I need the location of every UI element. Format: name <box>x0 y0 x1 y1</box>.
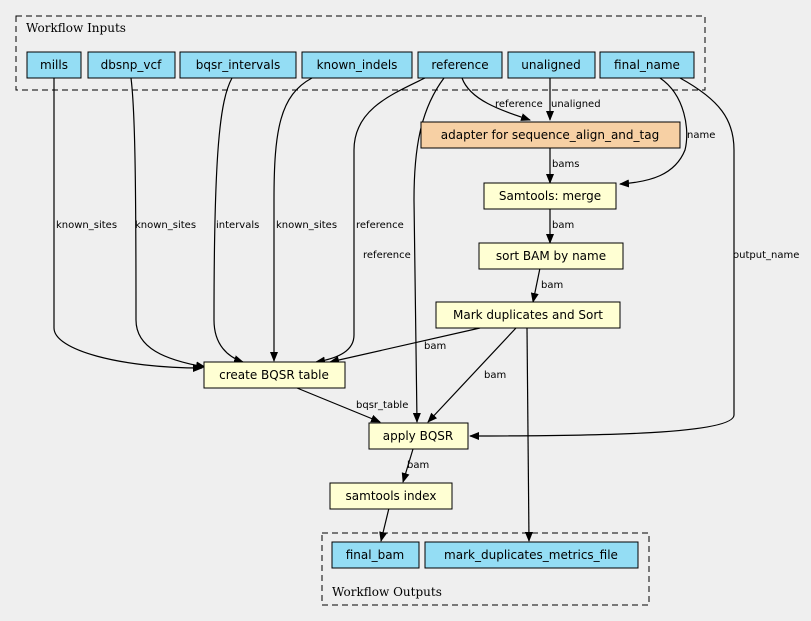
input-reference-label: reference <box>431 58 488 72</box>
step-adapter[interactable]: adapter for sequence_align_and_tag <box>420 121 681 149</box>
edge-mills-to-bqsr-table <box>53 78 203 372</box>
step-samtools-merge-label: Samtools: merge <box>499 189 601 203</box>
input-dbsnp-vcf[interactable]: dbsnp_vcf <box>87 51 176 79</box>
step-mark-duplicates-label: Mark duplicates and Sort <box>453 308 603 322</box>
output-mark-duplicates-metrics[interactable]: mark_duplicates_metrics_file <box>424 541 639 569</box>
input-bqsr-intervals[interactable]: bqsr_intervals <box>179 51 297 79</box>
outputs-cluster-title: Workflow Outputs <box>332 585 442 599</box>
edge-label-reference-table: reference <box>356 220 404 231</box>
edge-label-intervals: intervals <box>216 220 259 231</box>
edge-label-indels-known-sites: known_sites <box>276 220 337 231</box>
edge-labels: reference unaligned name bams bam bam ba… <box>56 99 799 471</box>
edge-label-reference-apply: reference <box>363 250 411 261</box>
step-create-bqsr-table[interactable]: create BQSR table <box>203 361 346 389</box>
input-mills-label: mills <box>40 58 68 72</box>
input-reference[interactable]: reference <box>417 51 503 79</box>
input-known-indels-label: known_indels <box>317 58 398 72</box>
edge-label-bams: bams <box>552 159 579 170</box>
step-create-bqsr-table-label: create BQSR table <box>219 368 329 382</box>
step-adapter-label: adapter for sequence_align_and_tag <box>441 128 659 142</box>
output-final-bam-label: final_bam <box>346 548 405 562</box>
step-apply-bqsr[interactable]: apply BQSR <box>368 422 469 450</box>
input-dbsnp-vcf-label: dbsnp_vcf <box>101 58 162 72</box>
step-samtools-merge[interactable]: Samtools: merge <box>483 182 617 210</box>
input-bqsr-intervals-label: bqsr_intervals <box>196 58 280 72</box>
step-sort-bam-label: sort BAM by name <box>496 249 606 263</box>
step-samtools-index[interactable]: samtools index <box>329 482 453 510</box>
edge-label-bam-merge-sort: bam <box>552 220 574 231</box>
edge-label-reference: reference <box>495 99 543 110</box>
outputs-cluster: Workflow Outputs <box>321 532 650 606</box>
edge-markdup-to-metrics <box>524 327 533 542</box>
edge-label-dbsnp-known-sites: known_sites <box>135 220 196 231</box>
edge-markdup-to-bqsr-table <box>329 327 481 364</box>
input-unaligned-label: unaligned <box>521 58 580 72</box>
edge-index-to-final-bam <box>379 507 390 542</box>
step-samtools-index-label: samtools index <box>346 489 437 503</box>
input-unaligned[interactable]: unaligned <box>507 51 596 79</box>
edge-markdup-to-apply-bqsr <box>427 327 517 423</box>
input-final-name-label: final_name <box>614 58 680 72</box>
edge-label-bam-markdup-table: bam <box>424 341 446 352</box>
edge-label-bqsr-table: bqsr_table <box>356 400 408 411</box>
edge-label-unaligned: unaligned <box>551 99 601 110</box>
edge-reference-to-bqsr-table <box>315 77 426 365</box>
edge-intervals-to-bqsr-table <box>213 77 244 363</box>
inputs-cluster: Workflow Inputs <box>15 15 706 91</box>
edge-label-bam-markdup-apply: bam <box>484 370 506 381</box>
edge-reference-to-adapter <box>461 77 531 121</box>
output-final-bam[interactable]: final_bam <box>331 541 420 569</box>
edge-bqsr-table-to-apply <box>296 387 381 423</box>
edge-indels-to-bqsr-table <box>270 77 313 362</box>
inputs-cluster-title: Workflow Inputs <box>26 21 126 35</box>
output-mark-duplicates-metrics-label: mark_duplicates_metrics_file <box>444 548 618 562</box>
edges <box>53 77 735 542</box>
edge-final-name-to-apply-bqsr <box>469 77 735 440</box>
edge-apply-to-index <box>401 448 414 483</box>
edge-final-name-to-merge <box>619 77 688 188</box>
input-mills[interactable]: mills <box>26 51 82 79</box>
edge-label-name: name <box>687 130 715 141</box>
step-sort-bam[interactable]: sort BAM by name <box>478 242 624 270</box>
edge-sort-to-markdup <box>530 267 541 303</box>
edge-label-output-name: output_name <box>733 250 799 261</box>
edge-label-mills-known-sites: known_sites <box>56 220 117 231</box>
input-final-name[interactable]: final_name <box>599 51 695 79</box>
edge-label-bam-sort-markdup: bam <box>541 280 563 291</box>
step-apply-bqsr-label: apply BQSR <box>383 429 453 443</box>
step-mark-duplicates[interactable]: Mark duplicates and Sort <box>435 301 621 329</box>
input-known-indels[interactable]: known_indels <box>301 51 413 79</box>
edge-reference-to-apply-bqsr <box>412 77 445 423</box>
edge-dbsnp-to-bqsr-table <box>130 77 206 370</box>
edge-label-bam-apply-index: bam <box>407 460 429 471</box>
